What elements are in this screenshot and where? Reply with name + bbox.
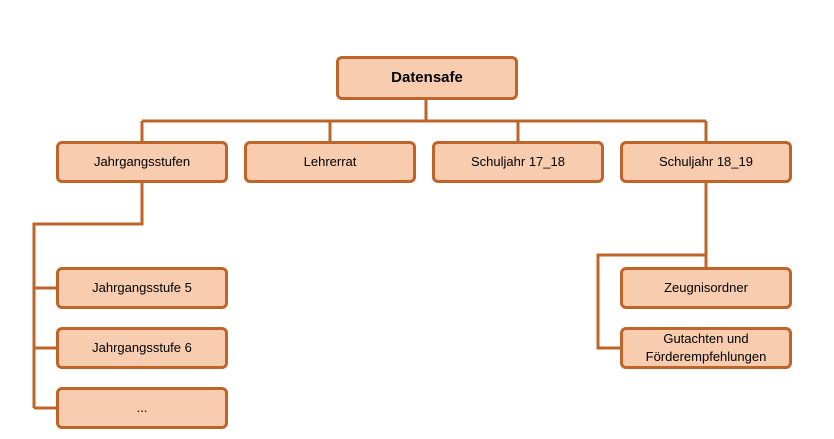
node-schuljahr-17-18: Schuljahr 17_18 xyxy=(432,141,604,183)
node-datensafe-label: Datensafe xyxy=(391,69,463,86)
node-schuljahr-18-19: Schuljahr 18_19 xyxy=(620,141,792,183)
node-lehrerrat-label: Lehrerrat xyxy=(303,154,357,169)
connector-schuljahr18-branch xyxy=(596,253,706,350)
node-jahrgangsstufe-5-label: Jahrgangsstufe 5 xyxy=(92,280,192,295)
node-jahrgangsstufe-6-label: Jahrgangsstufe 6 xyxy=(92,340,192,355)
node-lehrerrat: Lehrerrat xyxy=(244,141,416,183)
node-schuljahr-18-19-label: Schuljahr 18_19 xyxy=(659,154,753,169)
node-jahrgangsstufen: Jahrgangsstufen xyxy=(56,141,228,183)
connector-jahrgangsstufen-down xyxy=(32,182,144,408)
node-gutachten: Gutachten und Förderempfehlungen xyxy=(620,327,792,369)
node-jahrgangsstufen-label: Jahrgangsstufen xyxy=(93,154,191,169)
node-jahrgangsstufe-6: Jahrgangsstufe 6 xyxy=(56,327,228,369)
node-datensafe: Datensafe xyxy=(336,56,518,100)
node-gutachten-label: Gutachten und Förderempfehlungen xyxy=(645,331,767,364)
node-schuljahr-17-18-label: Schuljahr 17_18 xyxy=(471,154,565,169)
node-ellipsis-label: ... xyxy=(136,400,148,415)
node-ellipsis: ... xyxy=(56,387,228,429)
node-zeugnisordner-label: Zeugnisordner xyxy=(664,280,748,295)
node-zeugnisordner: Zeugnisordner xyxy=(620,267,792,309)
node-jahrgangsstufe-5: Jahrgangsstufe 5 xyxy=(56,267,228,309)
